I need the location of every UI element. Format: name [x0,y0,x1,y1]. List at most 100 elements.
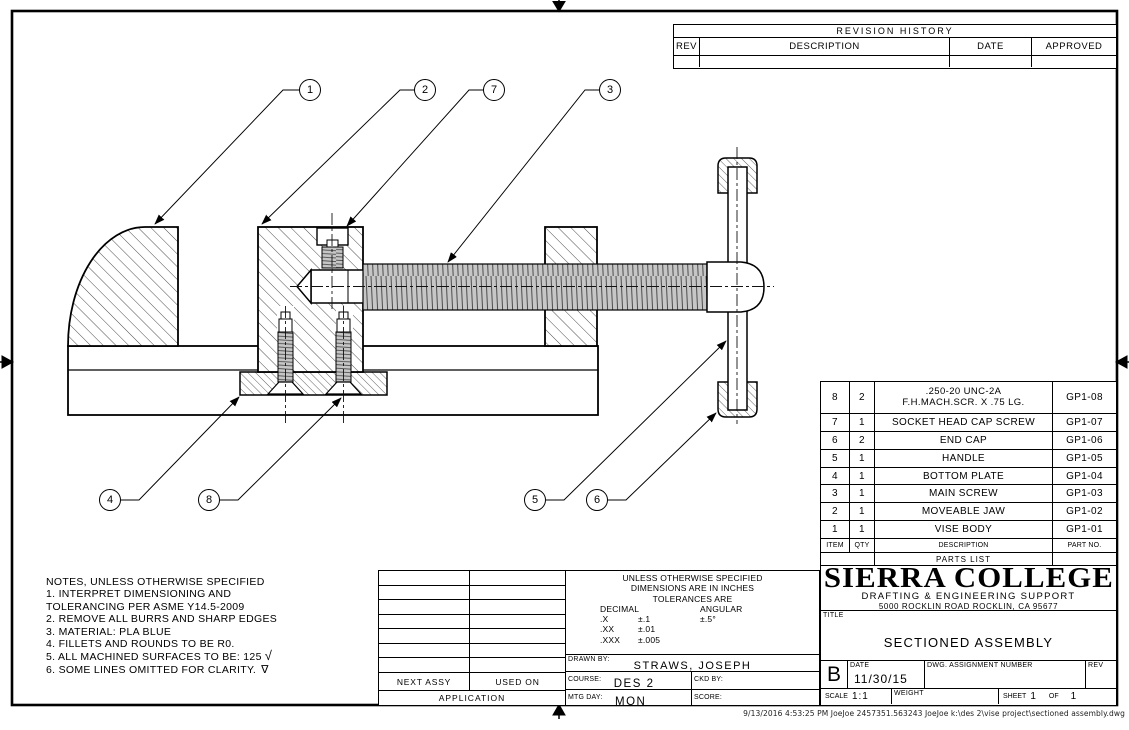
parts-row-2: 2 1 MOVEABLE JAW GP1-02 [821,503,1116,522]
note-line: 6. SOME LINES OMITTED FOR CLARITY. ∇ [46,664,386,676]
note-line: 3. MATERIAL: PLA BLUE [46,625,172,638]
angular-label: ANGULAR [700,603,743,614]
item-cell: 5 [832,452,838,464]
plot-stamp: 9/13/2016 4:53:25 PM JoeJoe 2457351.5632… [743,709,1125,718]
description-col-header: DESCRIPTION [874,539,1052,553]
balloon-1: 1 [299,79,321,101]
drawn-by-label: DRAWN BY: [568,656,610,663]
centerlines [285,147,774,426]
title-label: TITLE [823,612,844,619]
tol-x-label: .X [600,614,609,625]
part-no-cell: GP1-04 [1052,467,1116,485]
sheet-label: SHEET [1003,693,1027,700]
item-cell: 7 [832,416,838,428]
qty-cell: 1 [849,449,874,467]
parts-row-1: 1 1 VISE BODY GP1-01 [821,521,1116,540]
tolerance-line-3: TOLERANCES ARE [652,593,733,604]
balloon-5: 5 [524,489,546,511]
drawn-by-cell: DRAWN BY: STRAWS, JOSEPH [566,654,819,672]
description-cell: VISE BODY [874,521,1052,539]
rev-cell: REV [1085,661,1116,688]
drawn-by-value: STRAWS, JOSEPH [633,660,752,672]
note-text: 6. SOME LINES OMITTED FOR CLARITY. [46,663,257,676]
qty-cell: 1 [849,467,874,485]
application-block: NEXT ASSY USED ON APPLICATION [378,570,566,706]
score-label: SCORE: [694,694,723,701]
date-cell: DATE 11/30/15 [847,661,924,688]
note-line: TOLERANCING PER ASME Y14.5-2009 [46,600,245,613]
tolerance-block: UNLESS OTHERWISE SPECIFIED DIMENSIONS AR… [565,570,820,708]
note-line: 4. FILLETS AND ROUNDS TO BE R0. [46,638,235,651]
application-label: APPLICATION [379,690,565,705]
parts-header-row: ITEM QTY DESCRIPTION PART NO. [821,539,1116,554]
parts-row-7: 7 1 SOCKET HEAD CAP SCREW GP1-07 [821,413,1116,432]
course-cell: COURSE: DES 2 [566,672,691,690]
surface-symbol-icon: ∇ [261,663,269,676]
parts-list-title: PARTS LIST [874,553,1052,566]
sheet-number: 1 [1030,691,1037,702]
description-col-header: DESCRIPTION [699,38,949,55]
rev-col-header: REV [675,41,698,52]
description-cell: MAIN SCREW [874,485,1052,503]
company-dept: DRAFTING & ENGINEERING SUPPORT [861,591,1076,602]
sheet-total: 1 [1070,691,1078,702]
parts-row-3: 3 1 MAIN SCREW GP1-03 [821,485,1116,504]
part-no-col-header: PART NO. [1052,539,1116,553]
tolerance-line-2: DIMENSIONS ARE IN INCHES [630,583,755,594]
qty-col-header: QTY [849,539,874,553]
item-cell: 6 [832,434,838,446]
course-label: COURSE: [568,676,602,683]
vise-body-fixed-jaw [67,226,179,347]
of-label: OF [1048,693,1059,700]
balloon-4: 4 [99,489,121,511]
application-headers: NEXT ASSY USED ON [379,672,565,691]
tol-xxx-label: .XXX [600,634,621,645]
qty-cell: 2 [849,382,874,413]
mtg-day-value: MON [614,696,647,708]
item-cell: 2 [832,506,838,518]
item-cell: 4 [832,470,838,482]
score-cell: SCORE: [691,690,819,705]
tolerance-line-1: UNLESS OTHERWISE SPECIFIED [622,573,763,583]
balloon-2: 2 [414,79,436,101]
mtg-day-label: MTG DAY: [568,694,603,701]
revision-history-title: REVISION HISTORY [674,25,1116,38]
ckd-by-cell: CKD BY: [691,672,819,689]
dwg-number-label: DWG. ASSIGNMENT NUMBER [927,662,1033,669]
note-line: 5. ALL MACHINED SURFACES TO BE: 125√ [46,649,386,663]
part-no-cell: GP1-01 [1052,521,1116,539]
balloon-7: 7 [483,79,505,101]
company-name: SIERRA COLLEGE [823,566,1114,594]
qty-cell: 1 [849,521,874,539]
description-cell: END CAP [874,431,1052,449]
desc-line2: F.H.MACH.SCR. X .75 LG. [902,397,1025,409]
description-cell: MOVEABLE JAW [874,503,1052,521]
parts-row-5: 5 1 HANDLE GP1-05 [821,449,1116,468]
tol-xx-label: .XX [600,624,615,635]
parts-row-6: 6 2 END CAP GP1-06 [821,431,1116,450]
qty-cell: 1 [849,413,874,431]
qty-cell: 1 [849,485,874,503]
parts-list-table: 8 2 .250-20 UNC-2A F.H.MACH.SCR. X .75 L… [820,381,1117,566]
description-cell: SOCKET HEAD CAP SCREW [874,413,1052,431]
parts-row-4: 4 1 BOTTOM PLATE GP1-04 [821,467,1116,486]
drawing-title-cell: TITLE SECTIONED ASSEMBLY [821,611,1116,661]
scale-label: SCALE [825,693,848,700]
qty-cell: 2 [849,431,874,449]
item-col-header: ITEM [826,542,844,550]
date-col-header: DATE [949,38,1031,55]
tol-angular-value: ±.5° [700,614,716,625]
description-cell: .250-20 UNC-2A F.H.MACH.SCR. X .75 LG. [874,382,1052,413]
tol-xxx-value: ±.005 [638,634,661,645]
balloon-8: 8 [198,489,220,511]
item-cell: 1 [832,524,838,536]
socket-head-cap-screw [316,227,349,269]
company-address: 5000 ROCKLIN ROAD ROCKLIN, CA 95677 [878,602,1059,611]
parts-list-title-row: PARTS LIST [821,553,1116,566]
sheet-cell: SHEET 1 OF 1 [998,689,1116,704]
used-on-label: USED ON [469,673,565,691]
tol-xx-value: ±.01 [638,624,656,635]
